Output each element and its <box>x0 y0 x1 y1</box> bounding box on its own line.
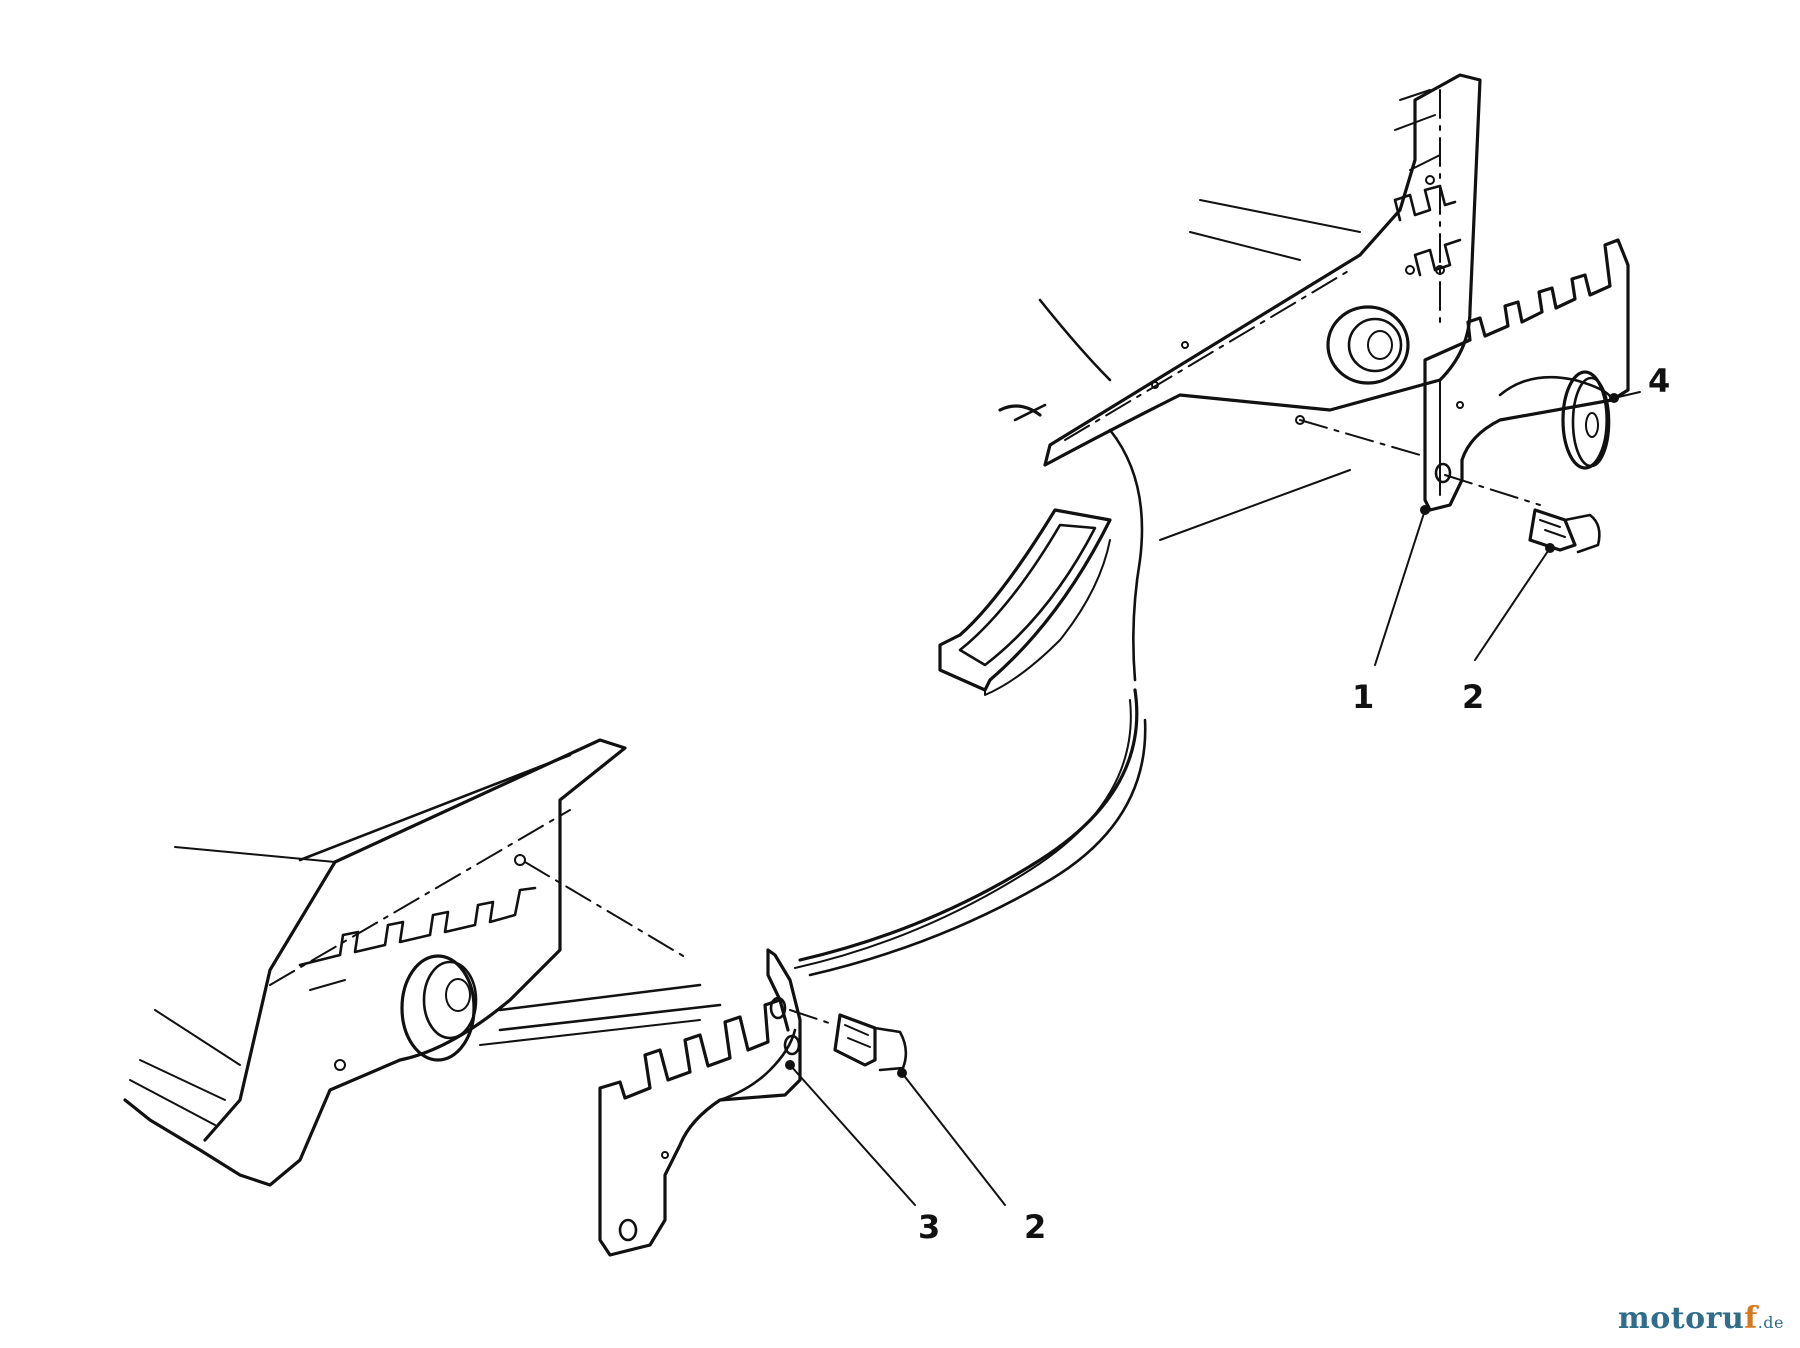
washer <box>1561 370 1611 470</box>
bolt-upper <box>1528 508 1601 554</box>
height-adjuster-bracket-right <box>1423 238 1630 512</box>
alignment-line-right <box>1299 419 1421 456</box>
leader-dot-2b <box>897 1068 907 1078</box>
upper-housing <box>998 73 1482 467</box>
alignment-line-bolt-right <box>1444 474 1541 506</box>
leader-2b <box>901 1072 1006 1206</box>
leader-dot-3 <box>785 1060 795 1070</box>
callout-2-lower: 2 <box>1024 1208 1046 1246</box>
callout-2-upper: 2 <box>1462 678 1484 716</box>
leader-dot-1 <box>1420 505 1430 515</box>
watermark-tld: .de <box>1757 1313 1784 1332</box>
lower-housing <box>123 738 627 1187</box>
leader-dot-2a <box>1545 543 1555 553</box>
callout-4: 4 <box>1648 362 1670 400</box>
height-adjuster-bracket-left <box>598 948 802 1257</box>
bolt-lower <box>833 1013 908 1072</box>
leader-dot-4 <box>1609 393 1619 403</box>
callout-3: 3 <box>918 1208 940 1246</box>
watermark-accent: f <box>1744 1301 1758 1336</box>
leader-1 <box>1374 509 1426 666</box>
watermark-main: motoru <box>1618 1301 1745 1336</box>
alignment-line-left <box>524 861 691 961</box>
mower-deck <box>479 199 1361 1046</box>
handle-pad <box>938 508 1112 696</box>
leader-3 <box>789 1064 916 1206</box>
callout-1: 1 <box>1352 678 1374 716</box>
leader-2a <box>1474 547 1551 661</box>
watermark-logo: motoruf.de <box>1618 1301 1784 1336</box>
